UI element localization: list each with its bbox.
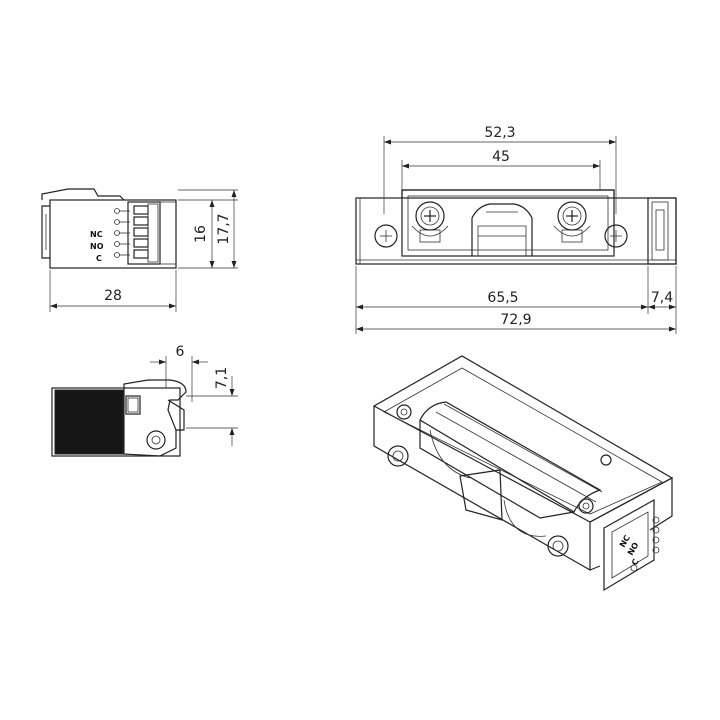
- dim-label-45: 45: [492, 149, 510, 165]
- terminal-slot: [133, 216, 149, 226]
- dim-label-28: 28: [104, 288, 122, 304]
- terminal-side-strip: [147, 203, 159, 263]
- terminal-label-no: NO: [90, 242, 104, 251]
- iso-latch-slot: [459, 469, 503, 521]
- iso-latch-barrel: [419, 401, 602, 513]
- dim-label-52-3: 52,3: [484, 125, 515, 141]
- side-top-lip: [41, 188, 125, 201]
- center-body: [401, 189, 615, 257]
- iso-hole-right: [547, 535, 569, 557]
- side-left-bracket: [41, 205, 50, 259]
- iso-front-face: [373, 406, 591, 572]
- iso-terminal-pins: [630, 516, 660, 572]
- iso-small-hole: [600, 454, 612, 466]
- dim-label-7-1: 7,1: [214, 367, 230, 389]
- section-view: 6 7,1: [51, 344, 238, 457]
- section-solid-block: [54, 389, 124, 455]
- faceplate-outline: [355, 197, 677, 265]
- terminal-slot: [133, 238, 149, 248]
- mounting-hole-left: [374, 224, 398, 248]
- side-body-outline: [49, 199, 177, 269]
- terminal-label-c: C: [96, 254, 102, 263]
- dim-label-72-9: 72,9: [500, 312, 531, 328]
- iso-hole-left: [387, 445, 409, 467]
- dim-label-17-7: 17,7: [216, 213, 232, 244]
- screw-right: [553, 201, 591, 243]
- iso-screw-right: [578, 498, 594, 514]
- dim-label-6: 6: [176, 344, 185, 360]
- iso-terminal-block: [603, 498, 655, 592]
- iso-screw-top: [396, 404, 412, 420]
- dim-label-7-4: 7,4: [651, 290, 673, 306]
- dim-label-65-5: 65,5: [487, 290, 518, 306]
- front-view: 52,3 45 65,5 7,4 72,9: [355, 125, 677, 334]
- mounting-hole-right: [604, 224, 628, 248]
- latch: [471, 203, 533, 256]
- terminal-slot: [133, 227, 149, 237]
- iso-terminal-label-c: C: [630, 557, 641, 567]
- terminal-slot: [133, 249, 149, 259]
- terminal-symbols: [114, 208, 130, 258]
- terminal-slot: [133, 205, 149, 215]
- section-body-outline: [51, 387, 181, 457]
- right-tab: [647, 197, 677, 265]
- terminal-label-nc: NC: [90, 230, 103, 239]
- isometric-view: NC NO C: [372, 355, 674, 592]
- side-view: NC NO C 28 16 17,7: [41, 188, 238, 312]
- section-hatched-latch: [123, 379, 187, 457]
- dim-label-16: 16: [193, 225, 209, 243]
- screw-left: [411, 201, 449, 243]
